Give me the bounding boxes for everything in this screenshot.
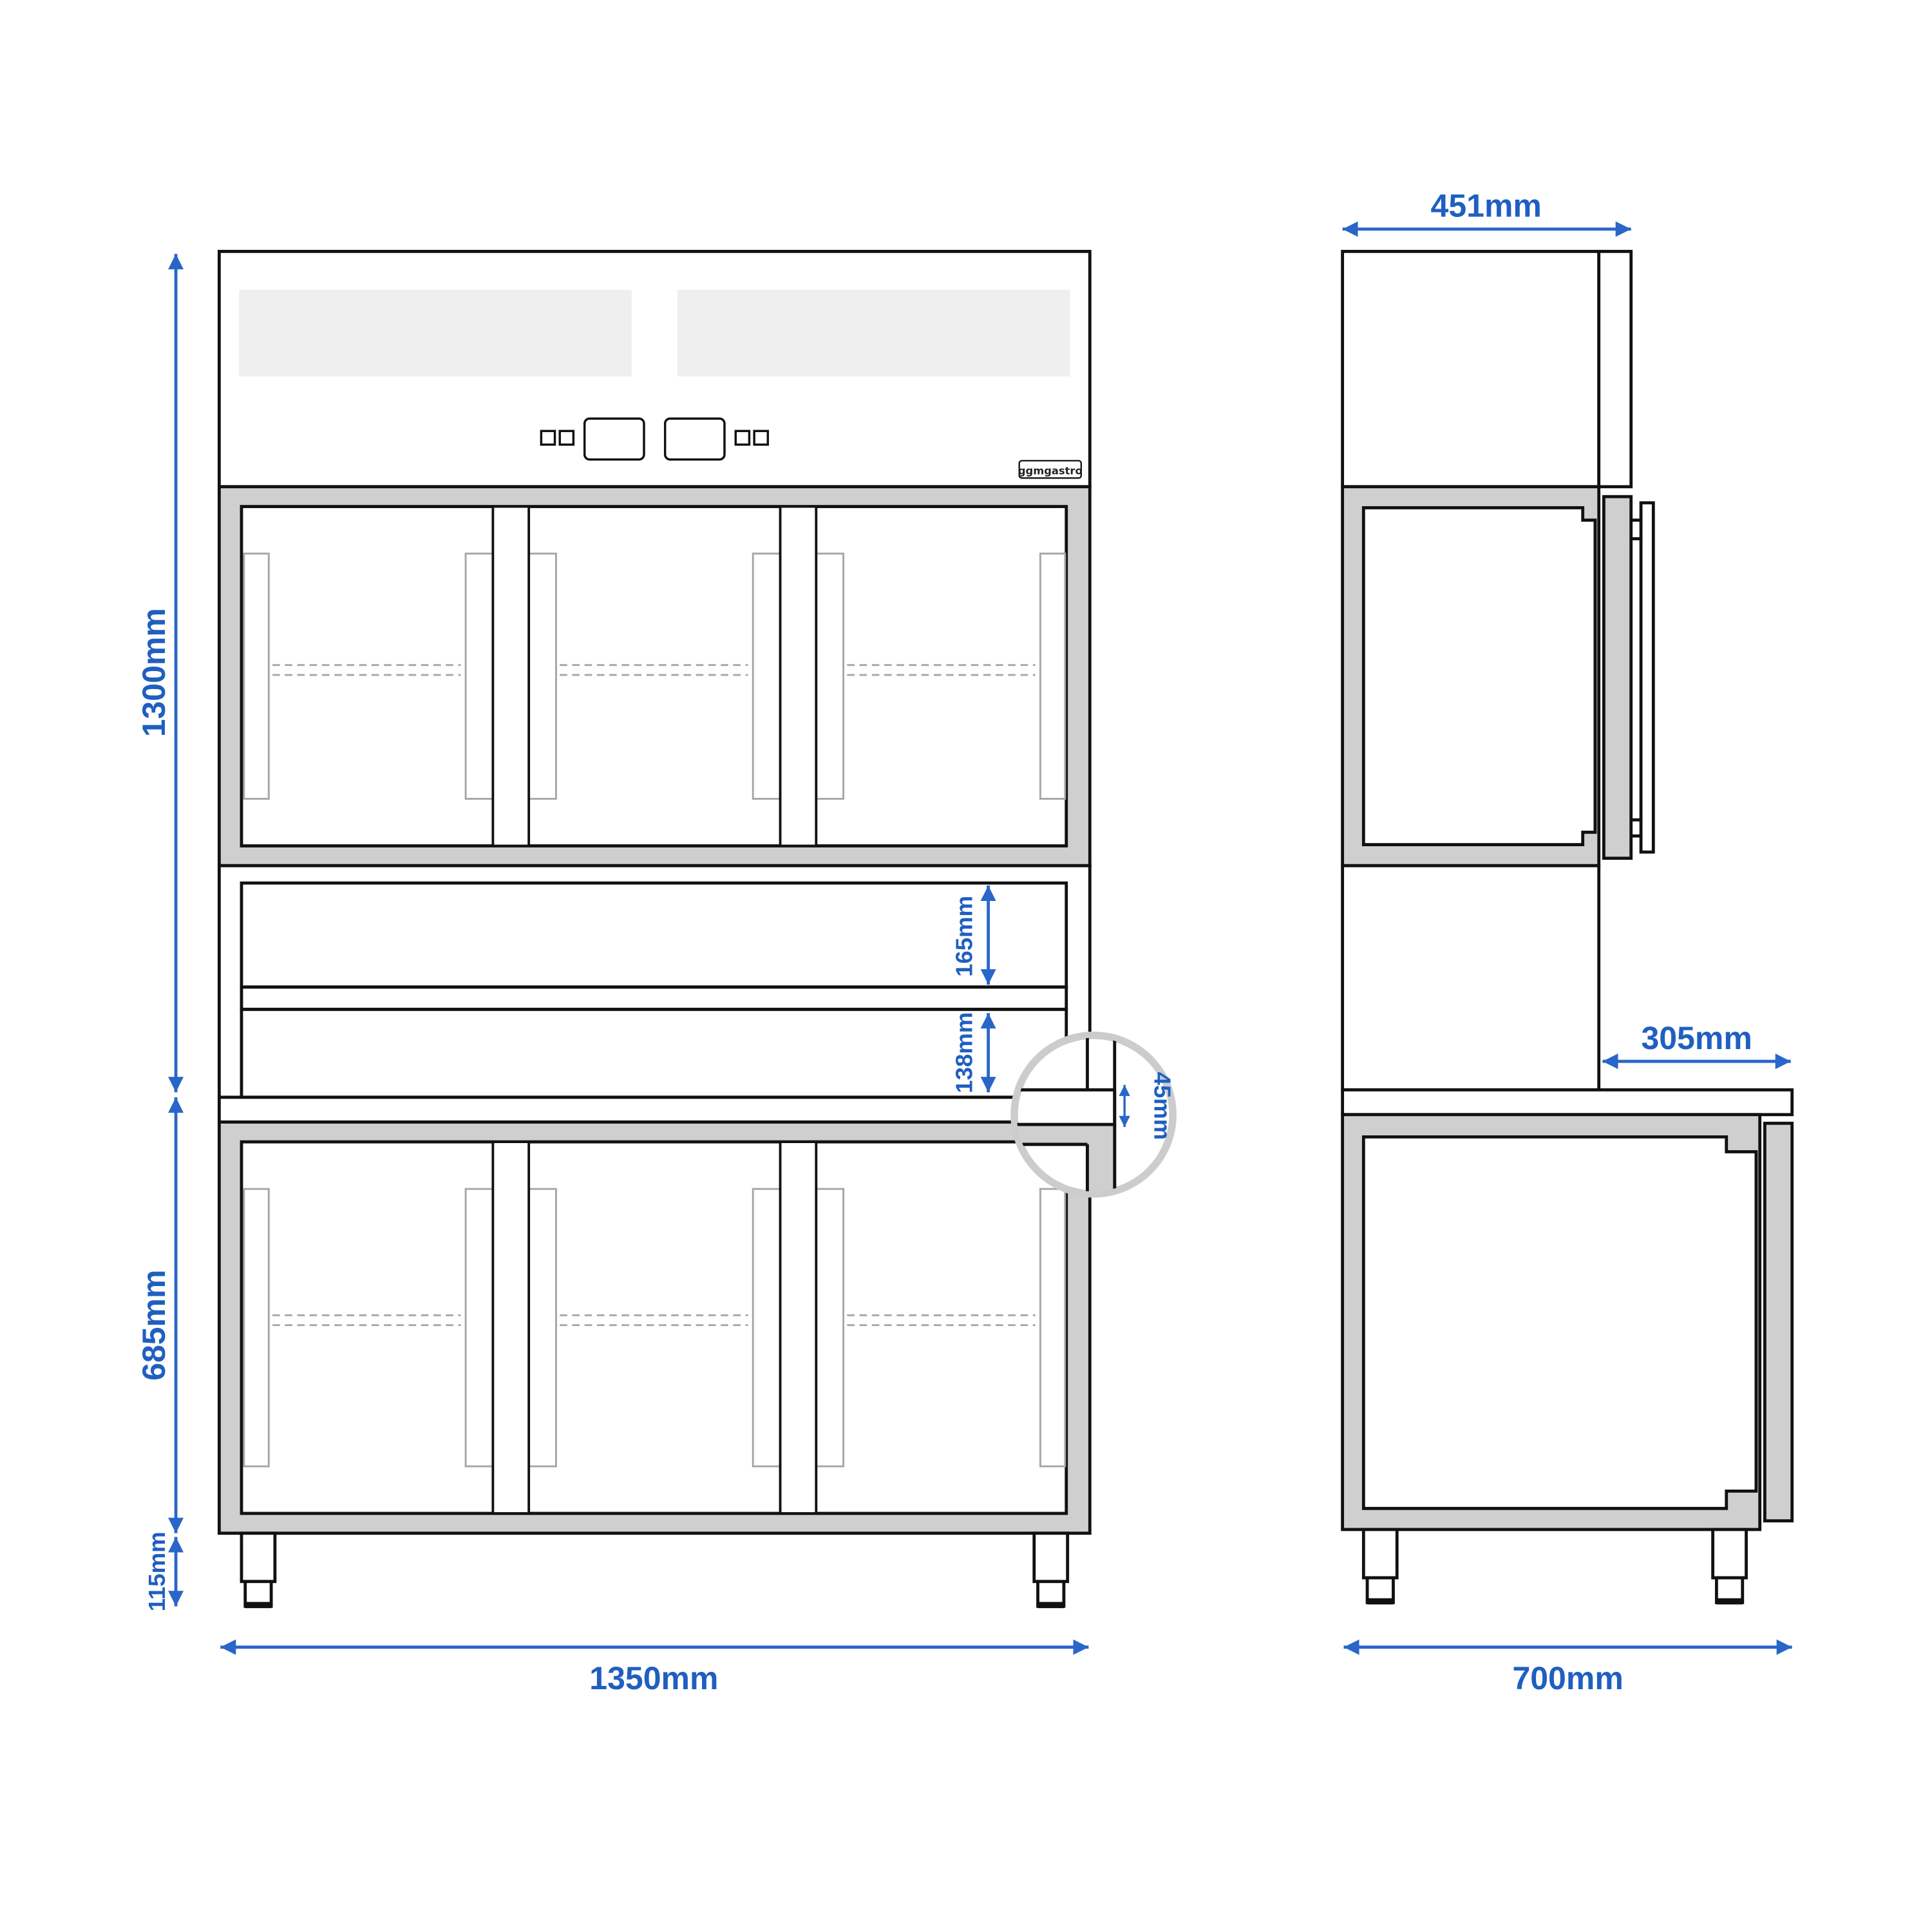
label-shelf-bottom: 138mm [951, 1012, 978, 1094]
label-shelf-top: 165mm [951, 896, 978, 977]
side-upper-handle [1639, 501, 1655, 854]
front-leg-right [1032, 1531, 1070, 1584]
brand-label-box [1018, 460, 1082, 479]
label-total-depth: 700mm [1512, 1660, 1623, 1696]
label-detail-thickness: 45mm [1149, 1072, 1175, 1141]
dimension-labels: 1300mm 685mm 115mm 1350mm 165mm 138mm 45… [136, 188, 1752, 1697]
counter-top [217, 1095, 1092, 1124]
control-display-left [583, 417, 645, 461]
label-upper-height: 1300mm [136, 608, 172, 737]
upper-section-glass [240, 505, 1068, 848]
label-lower-height: 685mm [136, 1270, 172, 1381]
control-display-right [663, 417, 726, 461]
dimension-lines [168, 221, 1792, 1655]
side-lower-door [1763, 1121, 1794, 1522]
front-leg-left [240, 1531, 277, 1584]
control-button [540, 430, 556, 446]
side-top-cabinet [1341, 249, 1601, 489]
lower-door-handle [779, 1141, 818, 1515]
front-view [217, 249, 1092, 1609]
side-upper-section-inner [1361, 506, 1597, 846]
side-view [1341, 249, 1794, 1605]
open-shelf-frame [217, 864, 1092, 1099]
upper-door-handle [491, 505, 531, 848]
control-button [753, 430, 770, 446]
lower-door-handle [491, 1141, 531, 1515]
label-leg-height: 115mm [144, 1531, 170, 1611]
label-overhang: 305mm [1641, 1020, 1752, 1056]
display-panel-right [677, 290, 1070, 377]
side-counter-top [1341, 1088, 1794, 1117]
label-total-width: 1350mm [589, 1660, 718, 1696]
display-panel-left [239, 290, 632, 377]
control-button [734, 430, 751, 446]
side-open-shelf [1341, 864, 1601, 1092]
lower-section-glass [240, 1140, 1068, 1515]
side-upper-door [1602, 495, 1633, 860]
label-upper-depth: 451mm [1431, 188, 1542, 224]
side-top-bezel [1597, 249, 1633, 489]
upper-door-handle [779, 505, 818, 848]
side-leg-left [1361, 1528, 1399, 1580]
detail-magnifier [1010, 1031, 1177, 1198]
side-lower-section-inner [1361, 1135, 1758, 1510]
brand-label: ggmgastro [1018, 465, 1083, 477]
control-button [558, 430, 575, 446]
side-leg-right [1711, 1528, 1748, 1580]
